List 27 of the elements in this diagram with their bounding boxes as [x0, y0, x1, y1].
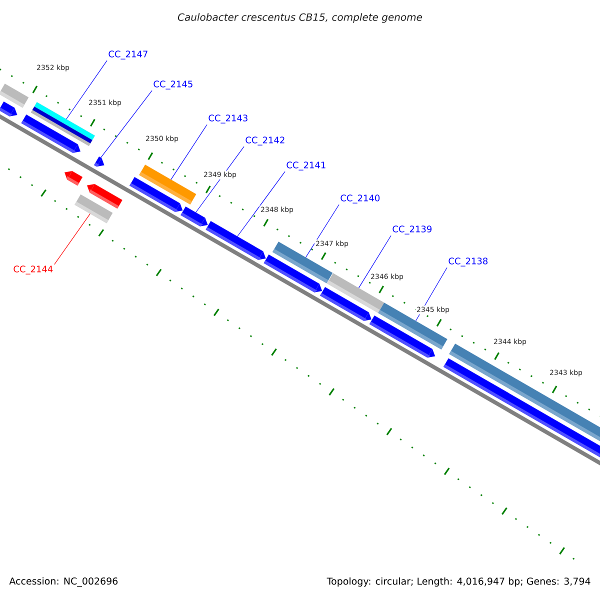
gene-label: CC_2138	[448, 258, 488, 266]
gene-label: CC_2142	[246, 136, 284, 146]
title: Caulobacter crescentus CB15, complete genome	[178, 13, 422, 23]
gene-label: CC_2145	[154, 80, 192, 90]
gene-block	[87, 184, 122, 209]
gene-label: CC_2141	[286, 162, 326, 170]
gene-block	[94, 156, 104, 167]
gene-block	[206, 220, 266, 260]
leader-line	[100, 90, 152, 158]
footer-text: Accession: NC_002696	[9, 577, 118, 587]
leader-line	[66, 60, 108, 120]
leader-line	[305, 204, 340, 258]
gene-label: CC_2143	[208, 114, 248, 124]
gene-block	[180, 206, 208, 226]
gene-block	[0, 101, 18, 116]
footer-text: Topology: circular; Length: 4,016,947 bp; Genes: 3,794	[326, 577, 590, 587]
leader-line	[54, 213, 90, 265]
feature-bar	[139, 164, 196, 205]
gene-block	[64, 171, 83, 186]
feature-bar	[0, 84, 29, 108]
gene-label: CC_2140	[340, 194, 380, 204]
gene-label: CC_2147	[108, 50, 148, 60]
leader-line	[170, 124, 208, 180]
leader-line	[358, 235, 392, 288]
gene-label: CC_2144	[14, 266, 53, 274]
gene-label: CC_2139	[392, 226, 432, 234]
leader-line	[237, 171, 286, 237]
